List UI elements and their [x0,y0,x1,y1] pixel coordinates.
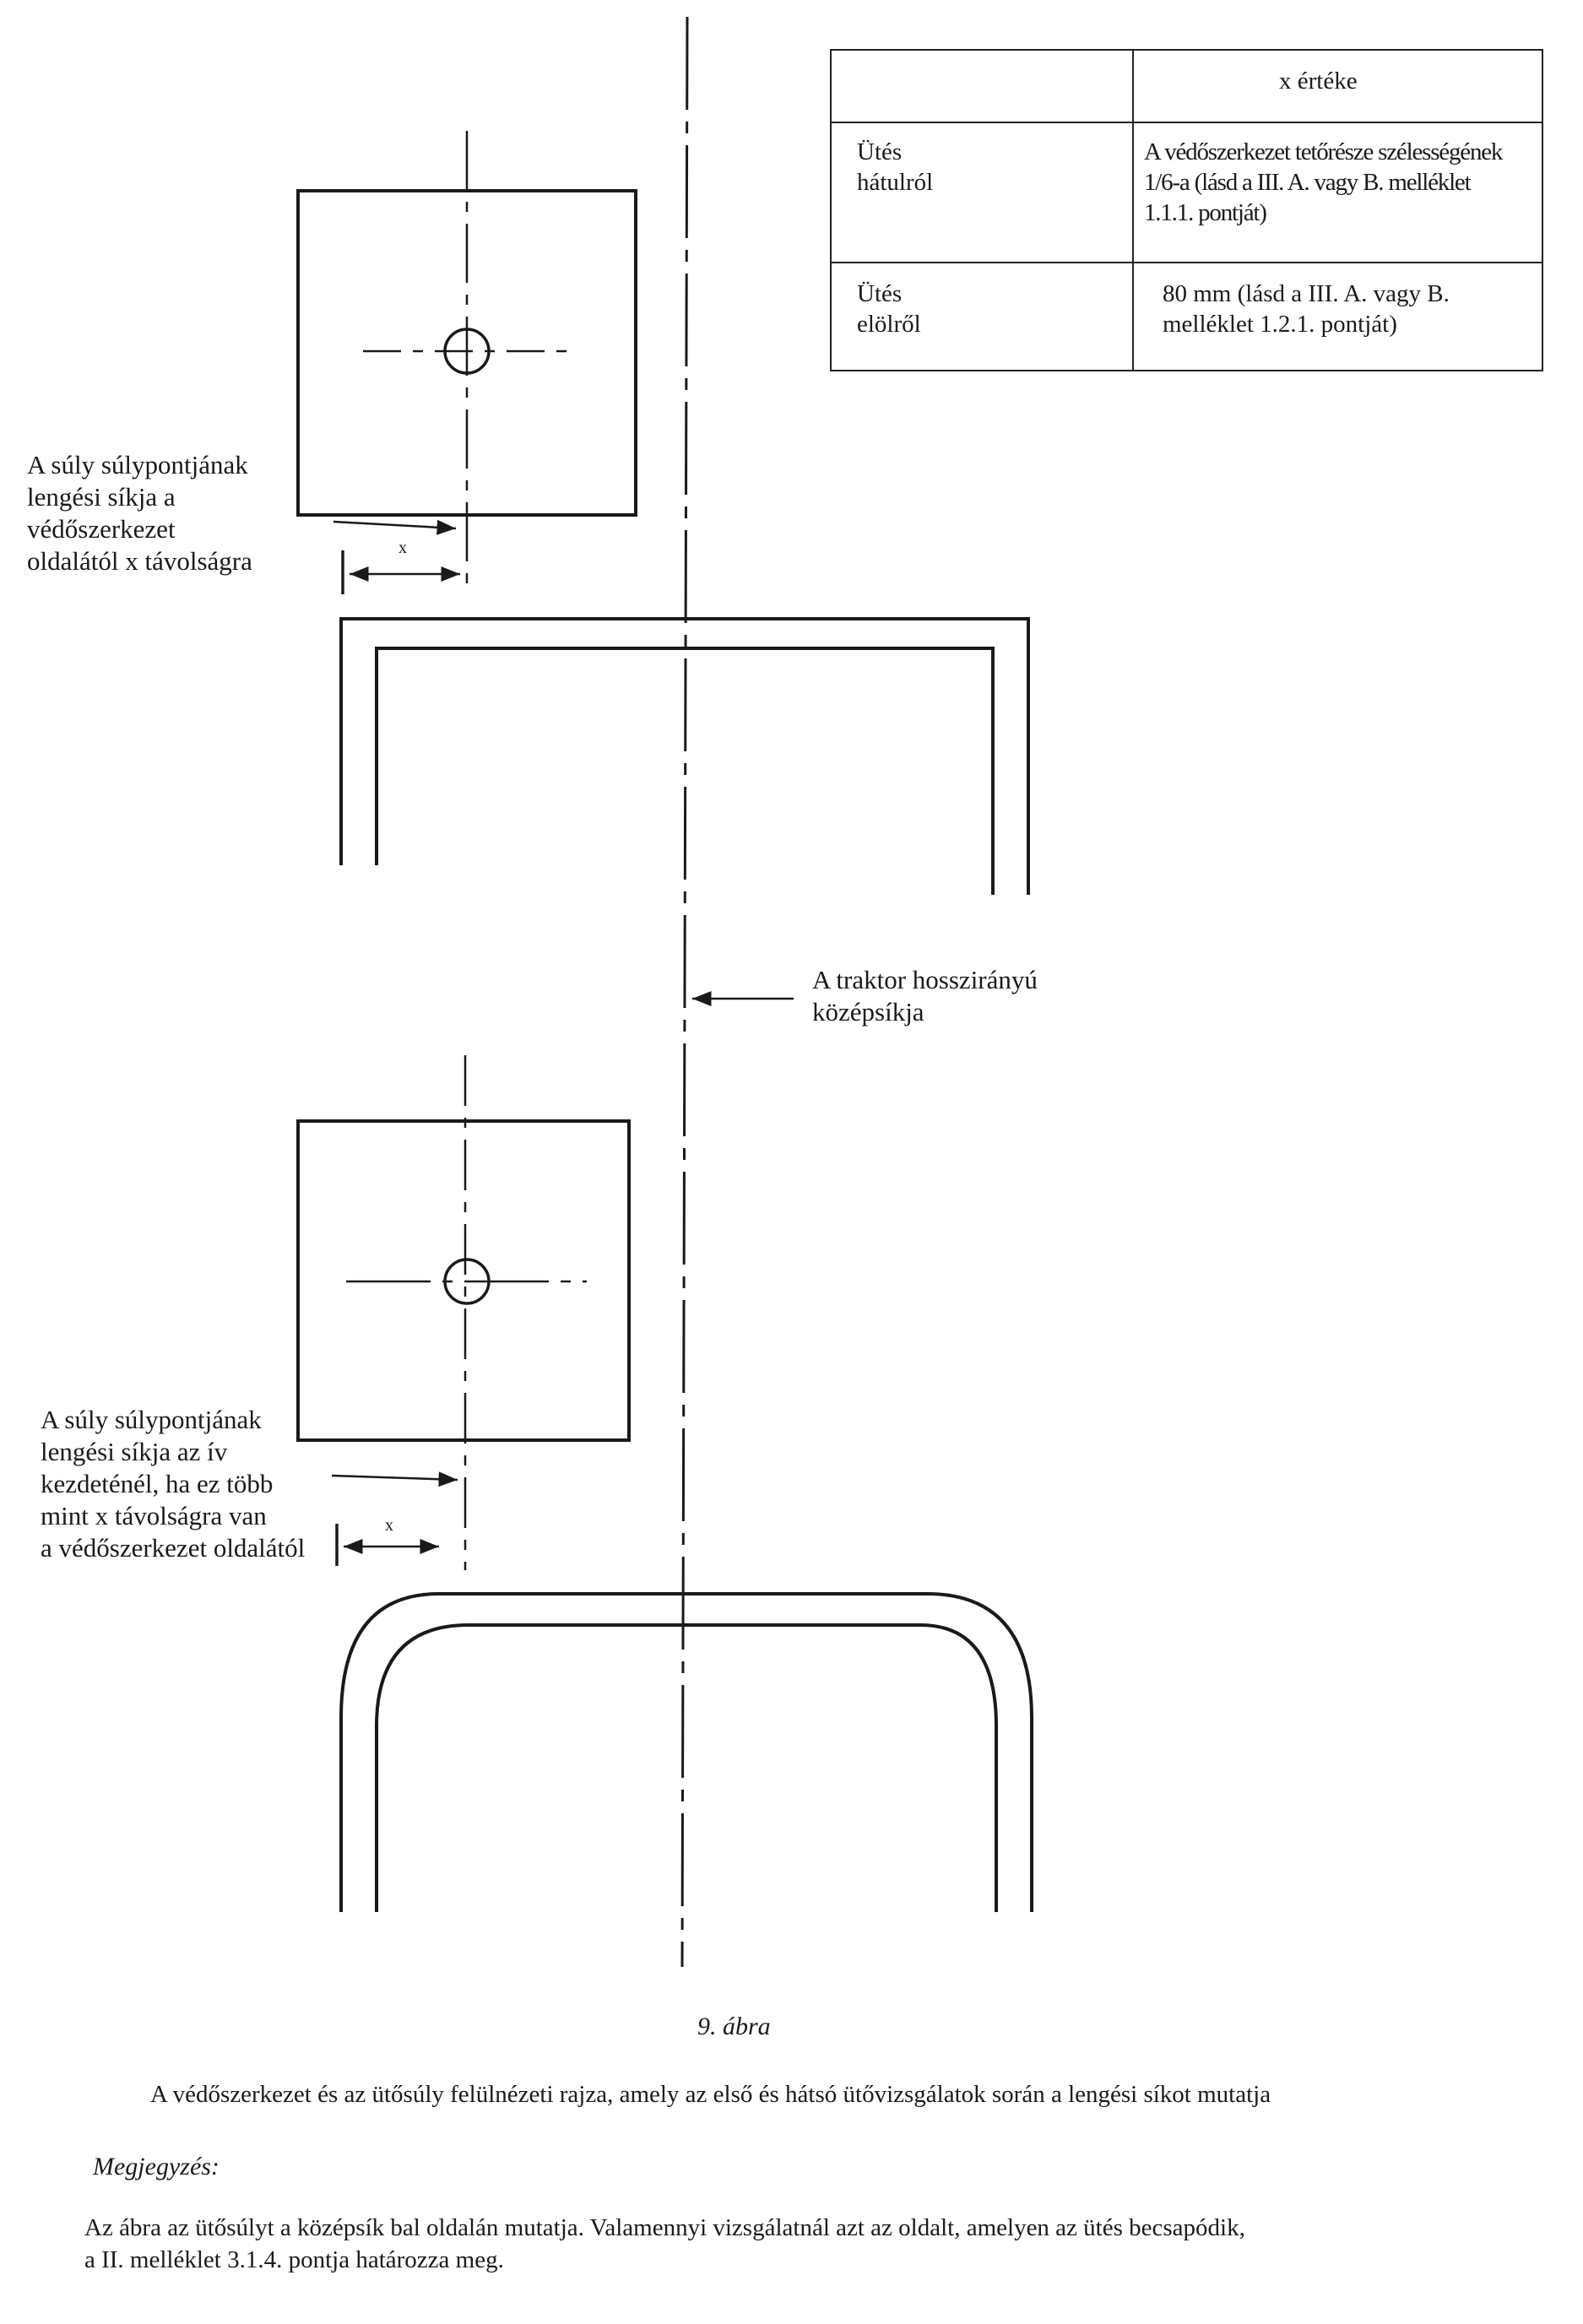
protective-structure-outer-bottom [339,1592,1033,1912]
protective-structure-inner-top [375,647,995,895]
label-x-top: x [398,539,407,557]
table-row-value-front: 80 mm (lásd a III. A. vagy B. melléklet … [1163,280,1450,338]
table-header-divider [832,122,1542,123]
label-swing-plane-bottom: A súly súlypontjának lengési síkja az ív… [41,1405,306,1563]
table-row-divider [832,262,1542,263]
note-text: Az ábra az ütősúlyt a középsík bal oldal… [84,2214,1245,2273]
table-row-label-front: Ütés elölről [857,280,921,338]
swing-plane-arrow-bottom [331,1471,458,1487]
protective-structure-outer-top [339,617,1030,895]
figure-number: 9. ábra [697,2013,771,2040]
table-header: x értéke [1279,68,1358,95]
table-row-value-rear: A védőszerkezet tetőrésze szélességének … [1144,138,1503,226]
note-heading: Megjegyzés: [93,2153,220,2180]
table-column-divider [1132,51,1134,370]
impact-weight-bottom [296,1119,631,1442]
label-swing-plane-top: A súly súlypontjának lengési síkja a véd… [27,450,252,576]
figure-caption: A védőszerkezet és az ütősúly felülnézet… [150,2081,1271,2108]
protective-structure-inner-bottom [375,1623,998,1912]
label-x-bottom: x [385,1516,393,1535]
x-value-table: x értéke Ütés hátulról A védőszerkezet t… [830,49,1543,371]
swing-plane-arrow-top [333,519,457,535]
label-center-plane: A traktor hosszirányú középsíkja [812,965,1038,1027]
weight-centre-of-gravity-top [443,328,491,375]
weight-centre-of-gravity-bottom [443,1258,491,1305]
table-row-label-rear: Ütés hátulról [857,138,934,196]
center-plane-line [680,16,689,1968]
